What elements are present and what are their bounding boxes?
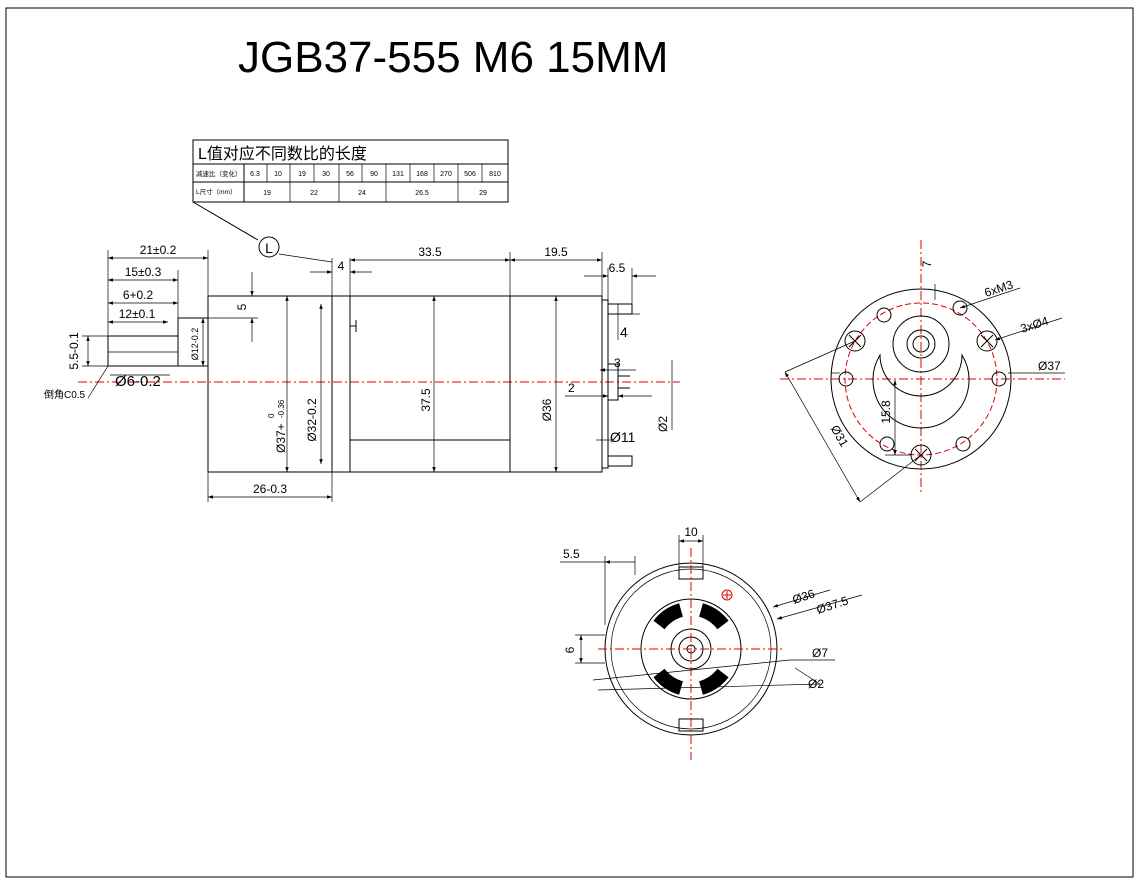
length-cell: 19 xyxy=(263,190,271,197)
dim-15: 15±0.3 xyxy=(125,265,162,279)
rear-view: 10 5.5 Ø36 Ø37.5 6 Ø7 Ø2 xyxy=(560,525,863,760)
ratio-cell: 30 xyxy=(322,171,330,178)
dim-32-dia: Ø32-0.2 xyxy=(305,398,319,442)
table-row2-label: L尺寸（mm） xyxy=(196,187,236,196)
dim-11-dia: Ø11 xyxy=(610,429,636,445)
dim-4-top: 4 xyxy=(338,259,345,273)
dim-2-dia: Ø2 xyxy=(656,416,670,432)
dim-6-dia: Ø6-0.2 xyxy=(115,373,161,390)
dim-19-5: 19.5 xyxy=(544,245,568,259)
dim-6: 6+0.2 xyxy=(123,288,154,302)
ratio-cell: 168 xyxy=(416,171,428,178)
dim-15-8: 15.8 xyxy=(879,400,893,424)
dim-6-5: 6.5 xyxy=(609,261,626,275)
ratio-cell: 270 xyxy=(440,171,452,178)
dim-4-right: 4 xyxy=(620,324,628,340)
sheet-border xyxy=(5,7,1134,878)
dim-3x4: 3xØ4 xyxy=(1019,314,1051,336)
ratio-cell: 19 xyxy=(298,171,306,178)
dim-31: Ø31 xyxy=(828,423,852,450)
length-cell: 29 xyxy=(479,190,487,197)
dim-rear-2: Ø2 xyxy=(808,677,824,691)
dim-rear-5-5: 5.5 xyxy=(563,547,580,561)
dim-12-dia: Ø12-0.2 xyxy=(190,328,200,361)
l-callout-label: L xyxy=(265,240,273,256)
table-row1-label: 减速比（变化） xyxy=(196,169,242,178)
length-cell: 24 xyxy=(358,190,366,197)
ratio-cell: 56 xyxy=(346,171,354,178)
dim-2: 2 xyxy=(568,381,575,395)
drawing-title: JGB37-555 M6 15MM xyxy=(238,33,668,82)
dim-rear-36: Ø36 xyxy=(791,586,817,606)
ratio-length-table: L值对应不同数比的长度 减速比（变化） L尺寸（mm） 6.3 10 19 30… xyxy=(192,139,509,241)
l-callout-circle xyxy=(258,236,280,258)
ratio-cell: 810 xyxy=(489,171,501,178)
dim-37-5: 37.5 xyxy=(419,388,433,412)
dim-rear-7: Ø7 xyxy=(812,646,828,660)
dim-36-dia: Ø36 xyxy=(540,398,554,421)
dim-rear-10: 10 xyxy=(684,525,698,539)
front-view: 7 6xM3 3xØ4 Ø37 15.8 Ø31 xyxy=(780,240,1065,503)
screw-icon xyxy=(976,330,998,352)
ratio-cell: 131 xyxy=(392,171,404,178)
ratio-cell: 90 xyxy=(370,171,378,178)
dim-26: 26-0.3 xyxy=(253,482,287,496)
dim-5-5: 5.5-0.1 xyxy=(67,332,81,370)
dim-front-37: Ø37 xyxy=(1038,359,1061,373)
dim-rear-6: 6 xyxy=(563,646,577,653)
dim-37-tol-upper: 0 xyxy=(267,413,276,418)
dim-5: 5 xyxy=(235,303,249,310)
table-heading: L值对应不同数比的长度 xyxy=(198,144,367,163)
dim-21: 21±0.2 xyxy=(140,243,177,257)
dim-3: 3 xyxy=(614,356,621,370)
dim-chamfer: 倒角C0.5 xyxy=(44,389,86,401)
dim-37-dia: Ø37+ xyxy=(274,423,288,453)
dim-front-7: 7 xyxy=(920,260,934,267)
dim-33-5: 33.5 xyxy=(418,245,442,259)
dim-12: 12±0.1 xyxy=(119,307,156,321)
side-view: L 21±0.2 15±0.3 6+0.2 xyxy=(44,236,680,502)
ratio-cell: 6.3 xyxy=(250,171,260,178)
ratio-cell: 506 xyxy=(464,171,476,178)
dim-37-tol-lower: -0.36 xyxy=(277,399,286,418)
length-cell: 26.5 xyxy=(415,190,429,197)
length-cell: 22 xyxy=(310,190,318,197)
ratio-cell: 10 xyxy=(274,171,282,178)
dim-6xm3: 6xM3 xyxy=(983,277,1016,299)
dim-rear-37-5: Ø37.5 xyxy=(815,593,851,617)
